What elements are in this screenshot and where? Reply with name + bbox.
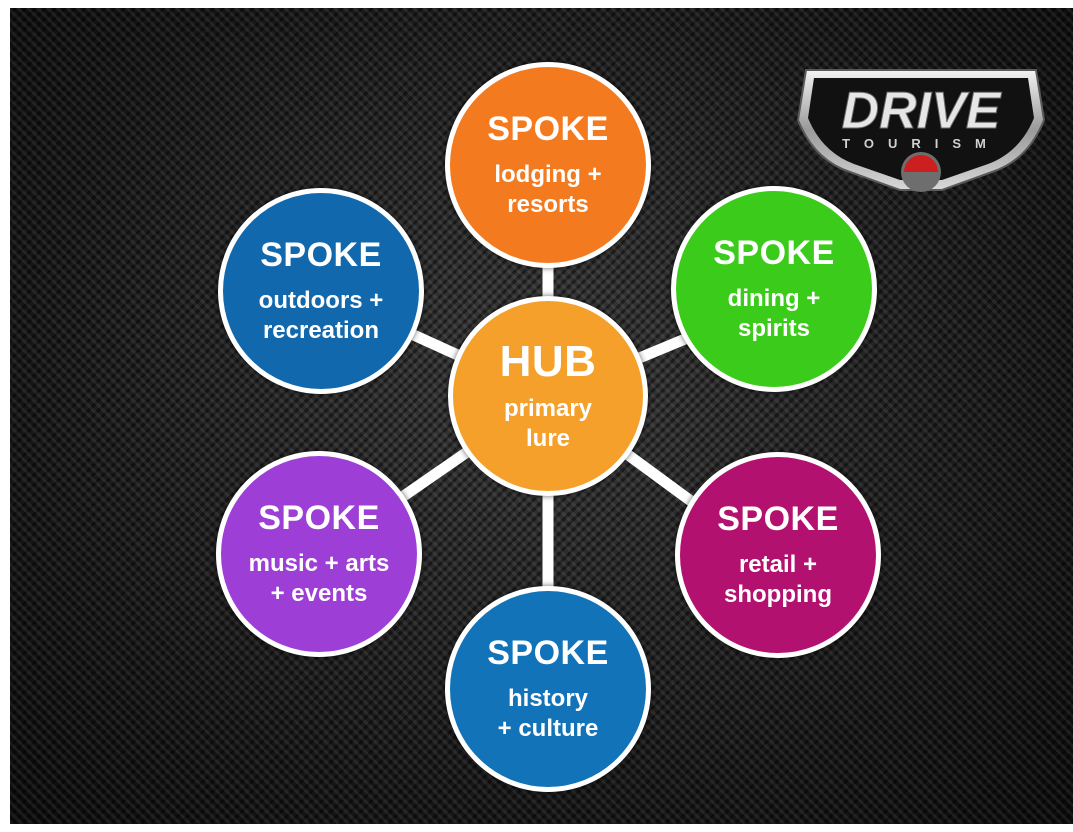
spoke-outdoors-recreation: SPOKE outdoors + recreation xyxy=(218,188,424,394)
spoke-title: SPOKE xyxy=(717,500,839,538)
spoke-title: SPOKE xyxy=(487,634,609,672)
spoke-lodging-resorts: SPOKE lodging + resorts xyxy=(445,62,651,268)
spoke-description: history + culture xyxy=(497,685,599,742)
spoke-title: SPOKE xyxy=(260,236,382,274)
logo-brand-text: DRIVE xyxy=(842,82,1002,140)
hub-description: primary lure xyxy=(503,395,593,452)
spoke-dining-spirits: SPOKE dining + spirits xyxy=(671,186,877,392)
hub-title: HUB xyxy=(499,337,597,386)
spoke-retail-shopping: SPOKE retail + shopping xyxy=(675,452,881,658)
logo-sub-text: TOURISM xyxy=(842,136,1000,151)
spoke-music-arts-events: SPOKE music + arts + events xyxy=(216,451,422,657)
drive-tourism-logo: DRIVE TOURISM xyxy=(792,60,1050,192)
spoke-title: SPOKE xyxy=(258,499,380,537)
spoke-title: SPOKE xyxy=(713,234,835,272)
spoke-description: retail + shopping xyxy=(724,551,832,608)
spoke-description: dining + spirits xyxy=(727,285,821,342)
spoke-history-culture: SPOKE history + culture xyxy=(445,586,651,792)
spoke-description: music + arts + events xyxy=(248,550,390,607)
hub-primary-lure: HUB primary lure xyxy=(448,296,648,496)
spoke-description: outdoors + recreation xyxy=(258,287,384,344)
spoke-title: SPOKE xyxy=(487,110,609,148)
spoke-description: lodging + resorts xyxy=(494,161,602,218)
diagram-canvas: DRIVE TOURISM SPOKE lodging + resorts SP… xyxy=(10,8,1073,824)
